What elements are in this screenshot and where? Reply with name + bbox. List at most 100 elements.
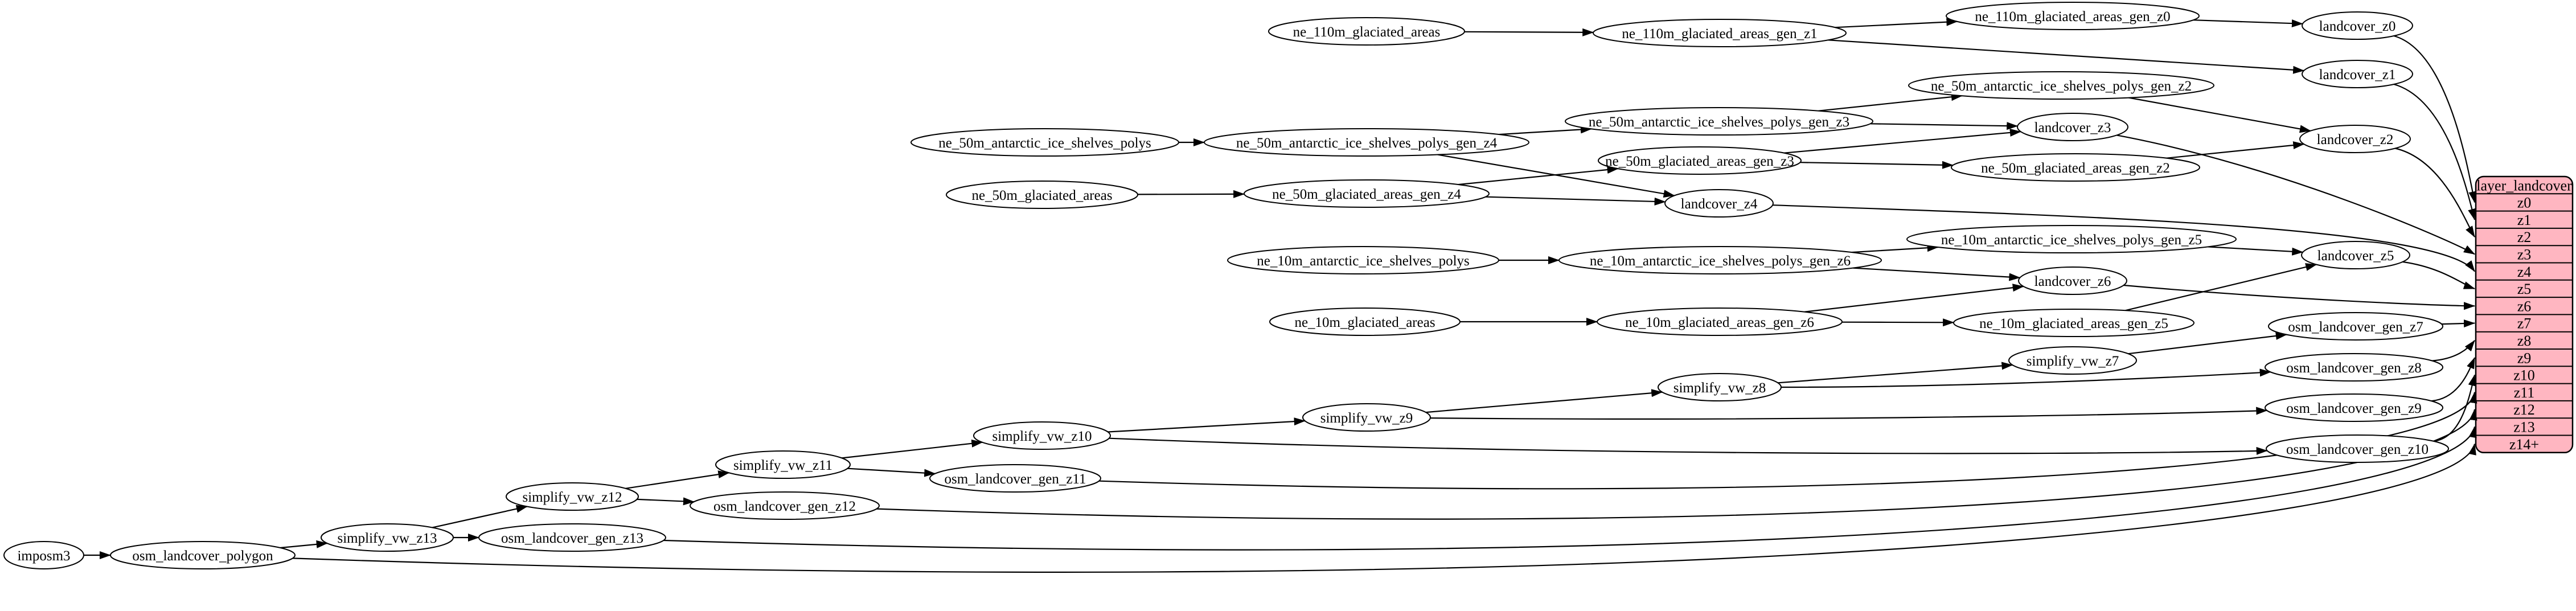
node-landcover_z4: landcover_z4 <box>1664 189 1774 218</box>
node-osm_landcover_gen_z8: osm_landcover_gen_z8 <box>2265 353 2443 382</box>
table-row-z10: z10 <box>2513 367 2535 384</box>
edge-ne_10m_glaciated_areas_gen_z5-to-landcover_z5 <box>2124 263 2317 311</box>
simplify_vw_z12-ellipse <box>506 482 639 511</box>
edge-ne_10m_antarctic_ice_shelves_polys_gen_z5-to-landcover_z5 <box>2208 246 2304 256</box>
node-simplify_vw_z11: simplify_vw_z11 <box>715 450 851 479</box>
landcover_z5-ellipse <box>2301 241 2410 269</box>
edge-landcover_z5-to-row-z5 <box>2402 261 2475 290</box>
edge-ne_50m_glaciated_areas_gen_z4-to-ne_50m_glaciated_areas_gen_z3 <box>1458 166 1619 186</box>
ne_50m_antarctic_ice_shelves_polys-ellipse <box>910 128 1179 157</box>
ne_10m_antarctic_ice_shelves_polys-ellipse <box>1227 246 1499 274</box>
node-ne_10m_glaciated_areas_gen_z6: ne_10m_glaciated_areas_gen_z6 <box>1597 307 1843 336</box>
edge-simplify_vw_z9-to-osm_landcover_gen_z9 <box>1430 407 2268 420</box>
ne_50m_antarctic_ice_shelves_polys-label: ne_50m_antarctic_ice_shelves_polys <box>938 136 1151 151</box>
node-ne_10m_antarctic_ice_shelves_polys_gen_z6: ne_10m_antarctic_ice_shelves_polys_gen_z… <box>1558 246 1882 274</box>
edge-osm_landcover_gen_z8-to-row-z8 <box>2432 340 2475 362</box>
ne_50m_glaciated_areas_gen_z2-ellipse <box>1951 153 2200 182</box>
edge-ne_50m_glaciated_areas_gen_z3-to-landcover_z3 <box>1783 128 2021 154</box>
edge-simplify_vw_z10-to-simplify_vw_z9 <box>1107 417 1306 433</box>
ne_50m_antarctic_ice_shelves_polys_gen_z2-ellipse <box>1908 71 2214 100</box>
ne_110m_glaciated_areas-ellipse <box>1268 17 1465 46</box>
node-ne_110m_glaciated_areas: ne_110m_glaciated_areas <box>1268 17 1465 46</box>
node-osm_landcover_gen_z10: osm_landcover_gen_z10 <box>2266 434 2449 463</box>
edge-simplify_vw_z8-to-osm_landcover_gen_z8 <box>1781 368 2271 388</box>
node-imposm3: imposm3 <box>3 541 84 569</box>
node-simplify_vw_z12: simplify_vw_z12 <box>506 482 639 511</box>
node-ne_110m_glaciated_areas_gen_z1: ne_110m_glaciated_areas_gen_z1 <box>1593 19 1847 47</box>
table-row-z4: z4 <box>2517 264 2532 280</box>
node-ne_50m_antarctic_ice_shelves_polys_gen_z4: ne_50m_antarctic_ice_shelves_polys_gen_z… <box>1204 128 1529 157</box>
simplify_vw_z10-label: simplify_vw_z10 <box>992 429 1092 444</box>
edge-landcover_z6-to-row-z6 <box>2123 284 2475 310</box>
osm_landcover_gen_z11-label: osm_landcover_gen_z11 <box>945 471 1086 487</box>
layer-landcover-table: layer_landcoverz0z1z2z3z4z5z6z7z8z9z10z1… <box>2475 175 2574 454</box>
node-ne_50m_glaciated_areas: ne_50m_glaciated_areas <box>946 181 1138 209</box>
imposm3-ellipse <box>3 541 84 569</box>
ne_10m_antarctic_ice_shelves_polys_gen_z5-label: ne_10m_antarctic_ice_shelves_polys_gen_z… <box>1941 232 2202 248</box>
table-row-z2: z2 <box>2517 229 2532 245</box>
table-row-z0: z0 <box>2517 195 2532 211</box>
node-osm_landcover_gen_z11: osm_landcover_gen_z11 <box>929 464 1101 493</box>
node-osm_landcover_gen_z9: osm_landcover_gen_z9 <box>2265 393 2443 422</box>
table-row-z13: z13 <box>2513 419 2535 435</box>
edge-landcover_z4-to-row-z4 <box>1773 204 2475 272</box>
edge-ne_50m_antarctic_ice_shelves_polys_gen_z4-to-ne_50m_antarctic_ice_shelves_polys_gen_z3 <box>1499 125 1592 136</box>
landcover_z5-label: landcover_z5 <box>2317 248 2394 264</box>
simplify_vw_z11-ellipse <box>715 450 851 479</box>
node-osm_landcover_gen_z7: osm_landcover_gen_z7 <box>2268 312 2443 341</box>
osm_landcover_gen_z13-label: osm_landcover_gen_z13 <box>501 531 643 546</box>
edge-ne_50m_antarctic_ice_shelves_polys_gen_z3-to-ne_50m_antarctic_ice_shelves_polys_gen_z2 <box>1818 93 1963 112</box>
edge-simplify_vw_z8-to-simplify_vw_z7 <box>1778 362 2013 384</box>
landcover_z6-ellipse <box>2018 266 2127 295</box>
osm_landcover_gen_z11-ellipse <box>929 464 1101 493</box>
node-landcover_z2: landcover_z2 <box>2299 125 2411 153</box>
ne_50m_glaciated_areas_gen_z4-ellipse <box>1244 179 1490 208</box>
edge-osm_landcover_gen_z11-to-row-z11 <box>1099 391 2477 490</box>
table-row-z11: z11 <box>2514 384 2535 401</box>
ne_10m_antarctic_ice_shelves_polys-label: ne_10m_antarctic_ice_shelves_polys <box>1257 253 1470 269</box>
node-simplify_vw_z8: simplify_vw_z8 <box>1658 373 1782 401</box>
osm_landcover_gen_z13-ellipse <box>478 523 666 552</box>
node-osm_landcover_polygon: osm_landcover_polygon <box>110 541 296 569</box>
node-simplify_vw_z7: simplify_vw_z7 <box>2008 346 2137 375</box>
edge-simplify_vw_z12-to-simplify_vw_z11 <box>625 470 730 489</box>
node-ne_50m_antarctic_ice_shelves_polys_gen_z3: ne_50m_antarctic_ice_shelves_polys_gen_z… <box>1565 107 1873 136</box>
osm_landcover_polygon-label: osm_landcover_polygon <box>132 548 273 564</box>
imposm3-label: imposm3 <box>17 548 70 564</box>
ne_10m_antarctic_ice_shelves_polys_gen_z6-label: ne_10m_antarctic_ice_shelves_polys_gen_z… <box>1590 253 1851 269</box>
edge-ne_10m_glaciated_areas_gen_z6-to-ne_10m_glaciated_areas_gen_z5 <box>1841 318 1955 327</box>
node-ne_50m_antarctic_ice_shelves_polys_gen_z2: ne_50m_antarctic_ice_shelves_polys_gen_z… <box>1908 71 2214 100</box>
ne_10m_antarctic_ice_shelves_polys_gen_z5-ellipse <box>1906 225 2237 253</box>
table-row-z5: z5 <box>2517 281 2532 297</box>
osm_landcover_gen_z8-label: osm_landcover_gen_z8 <box>2286 360 2421 376</box>
ne_50m_antarctic_ice_shelves_polys_gen_z4-label: ne_50m_antarctic_ice_shelves_polys_gen_z… <box>1236 136 1498 151</box>
edge-osm_landcover_gen_z9-to-row-z9 <box>2431 357 2476 402</box>
osm_landcover_gen_z10-label: osm_landcover_gen_z10 <box>2286 442 2429 457</box>
ne_10m_glaciated_areas-label: ne_10m_glaciated_areas <box>1294 315 1435 330</box>
node-ne_10m_antarctic_ice_shelves_polys: ne_10m_antarctic_ice_shelves_polys <box>1227 246 1499 274</box>
node-ne_10m_antarctic_ice_shelves_polys_gen_z5: ne_10m_antarctic_ice_shelves_polys_gen_z… <box>1906 225 2237 253</box>
edge-osm_landcover_polygon-to-simplify_vw_z13 <box>280 540 328 549</box>
osm_landcover_gen_z8-ellipse <box>2265 353 2443 382</box>
landcover_z0-ellipse <box>2302 11 2413 40</box>
ne_10m_glaciated_areas_gen_z6-label: ne_10m_glaciated_areas_gen_z6 <box>1625 315 1814 330</box>
landcover_z0-label: landcover_z0 <box>2319 19 2396 34</box>
landcover_z3-ellipse <box>2017 113 2128 141</box>
simplify_vw_z13-label: simplify_vw_z13 <box>338 531 437 546</box>
simplify_vw_z13-ellipse <box>321 523 454 552</box>
edge-simplify_vw_z7-to-osm_landcover_gen_z7 <box>2128 331 2287 355</box>
edge-ne_110m_glaciated_areas_gen_z1-to-ne_110m_glaciated_areas_gen_z0 <box>1835 18 1958 28</box>
node-landcover_z6: landcover_z6 <box>2018 266 2127 295</box>
node-ne_50m_glaciated_areas_gen_z4: ne_50m_glaciated_areas_gen_z4 <box>1244 179 1490 208</box>
osm_landcover_gen_z7-label: osm_landcover_gen_z7 <box>2288 319 2423 335</box>
ne_50m_glaciated_areas-ellipse <box>946 181 1138 209</box>
ne_50m_antarctic_ice_shelves_polys_gen_z3-ellipse <box>1565 107 1873 136</box>
node-osm_landcover_gen_z13: osm_landcover_gen_z13 <box>478 523 666 552</box>
edge-simplify_vw_z9-to-simplify_vw_z8 <box>1425 389 1663 413</box>
table-row-z6: z6 <box>2517 298 2532 314</box>
ne_50m_antarctic_ice_shelves_polys_gen_z3-label: ne_50m_antarctic_ice_shelves_polys_gen_z… <box>1589 114 1849 130</box>
edge-osm_landcover_polygon-to-row-z14plus <box>292 443 2476 573</box>
node-ne_50m_antarctic_ice_shelves_polys: ne_50m_antarctic_ice_shelves_polys <box>910 128 1179 157</box>
ne_50m_antarctic_ice_shelves_polys_gen_z4-ellipse <box>1204 128 1529 157</box>
